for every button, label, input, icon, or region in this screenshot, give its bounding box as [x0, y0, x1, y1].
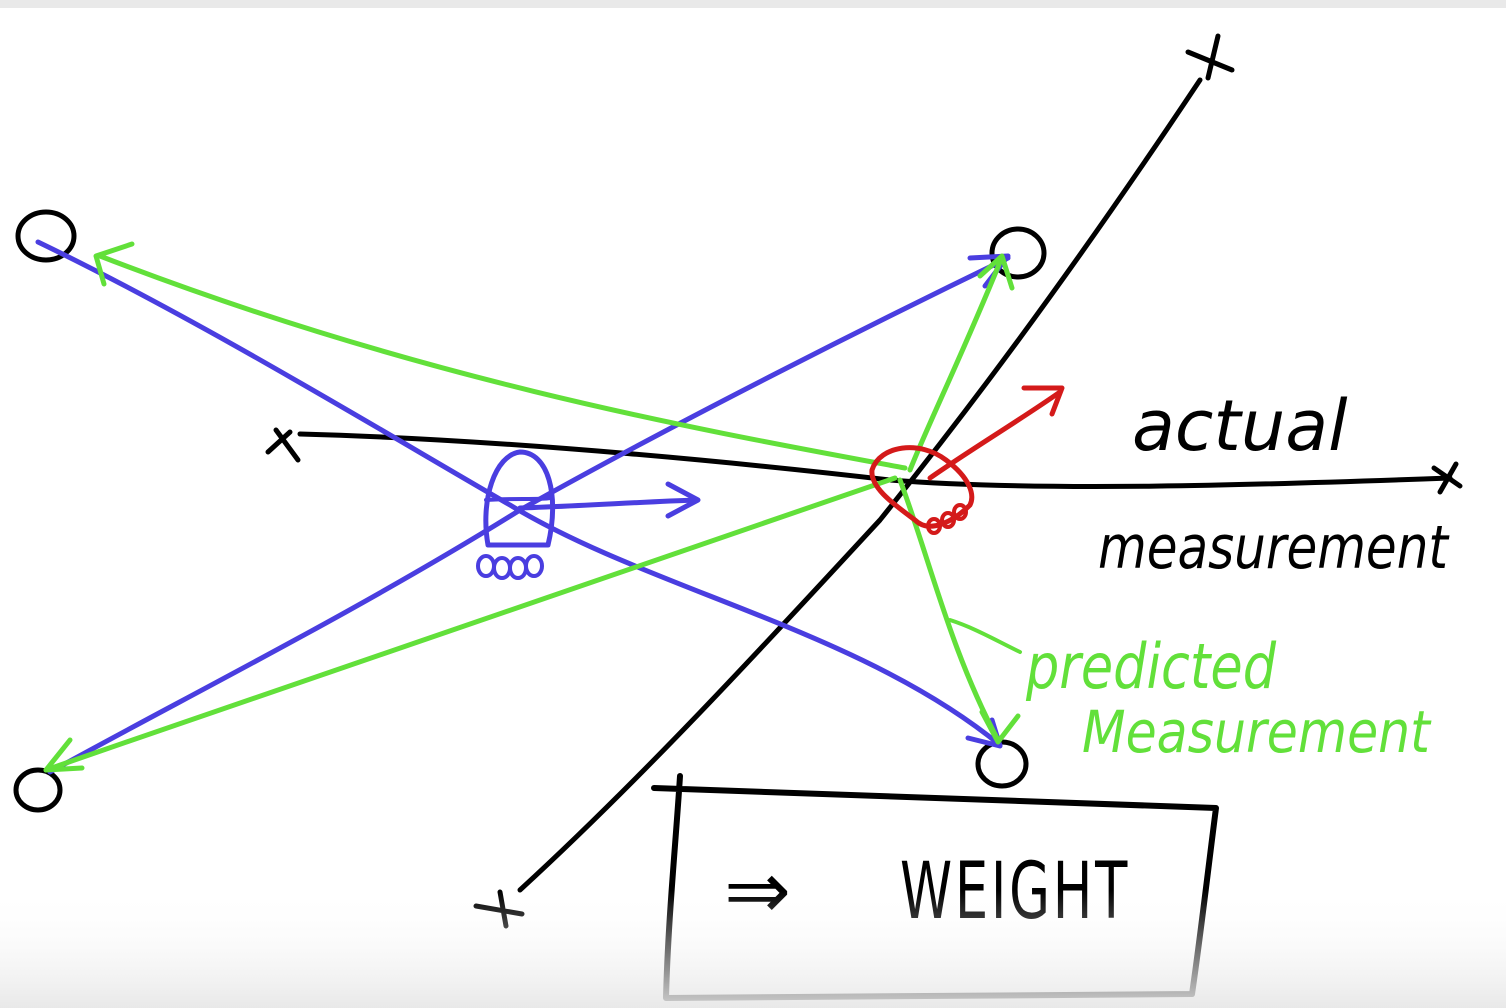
actual-measurement-label: actual measurement — [1098, 385, 1450, 583]
predicted-measurement-label: predicted Measurement — [1025, 630, 1432, 766]
predicted-label-line2: Measurement — [1082, 698, 1432, 766]
top-border — [0, 0, 1506, 8]
landmark-top-right — [989, 226, 1047, 280]
landmark-bottom-right — [975, 739, 1029, 789]
actual-label-line1: actual — [1132, 385, 1348, 467]
landmark-bottom-left — [13, 767, 63, 813]
landmark-top-left — [15, 209, 77, 263]
actual-label-line2: measurement — [1098, 513, 1450, 583]
predicted-label-line1: predicted — [1025, 630, 1276, 703]
bottom-fade — [0, 890, 1506, 1008]
robot-actual-pose — [476, 449, 701, 580]
particle-hypothesis — [869, 385, 1065, 535]
